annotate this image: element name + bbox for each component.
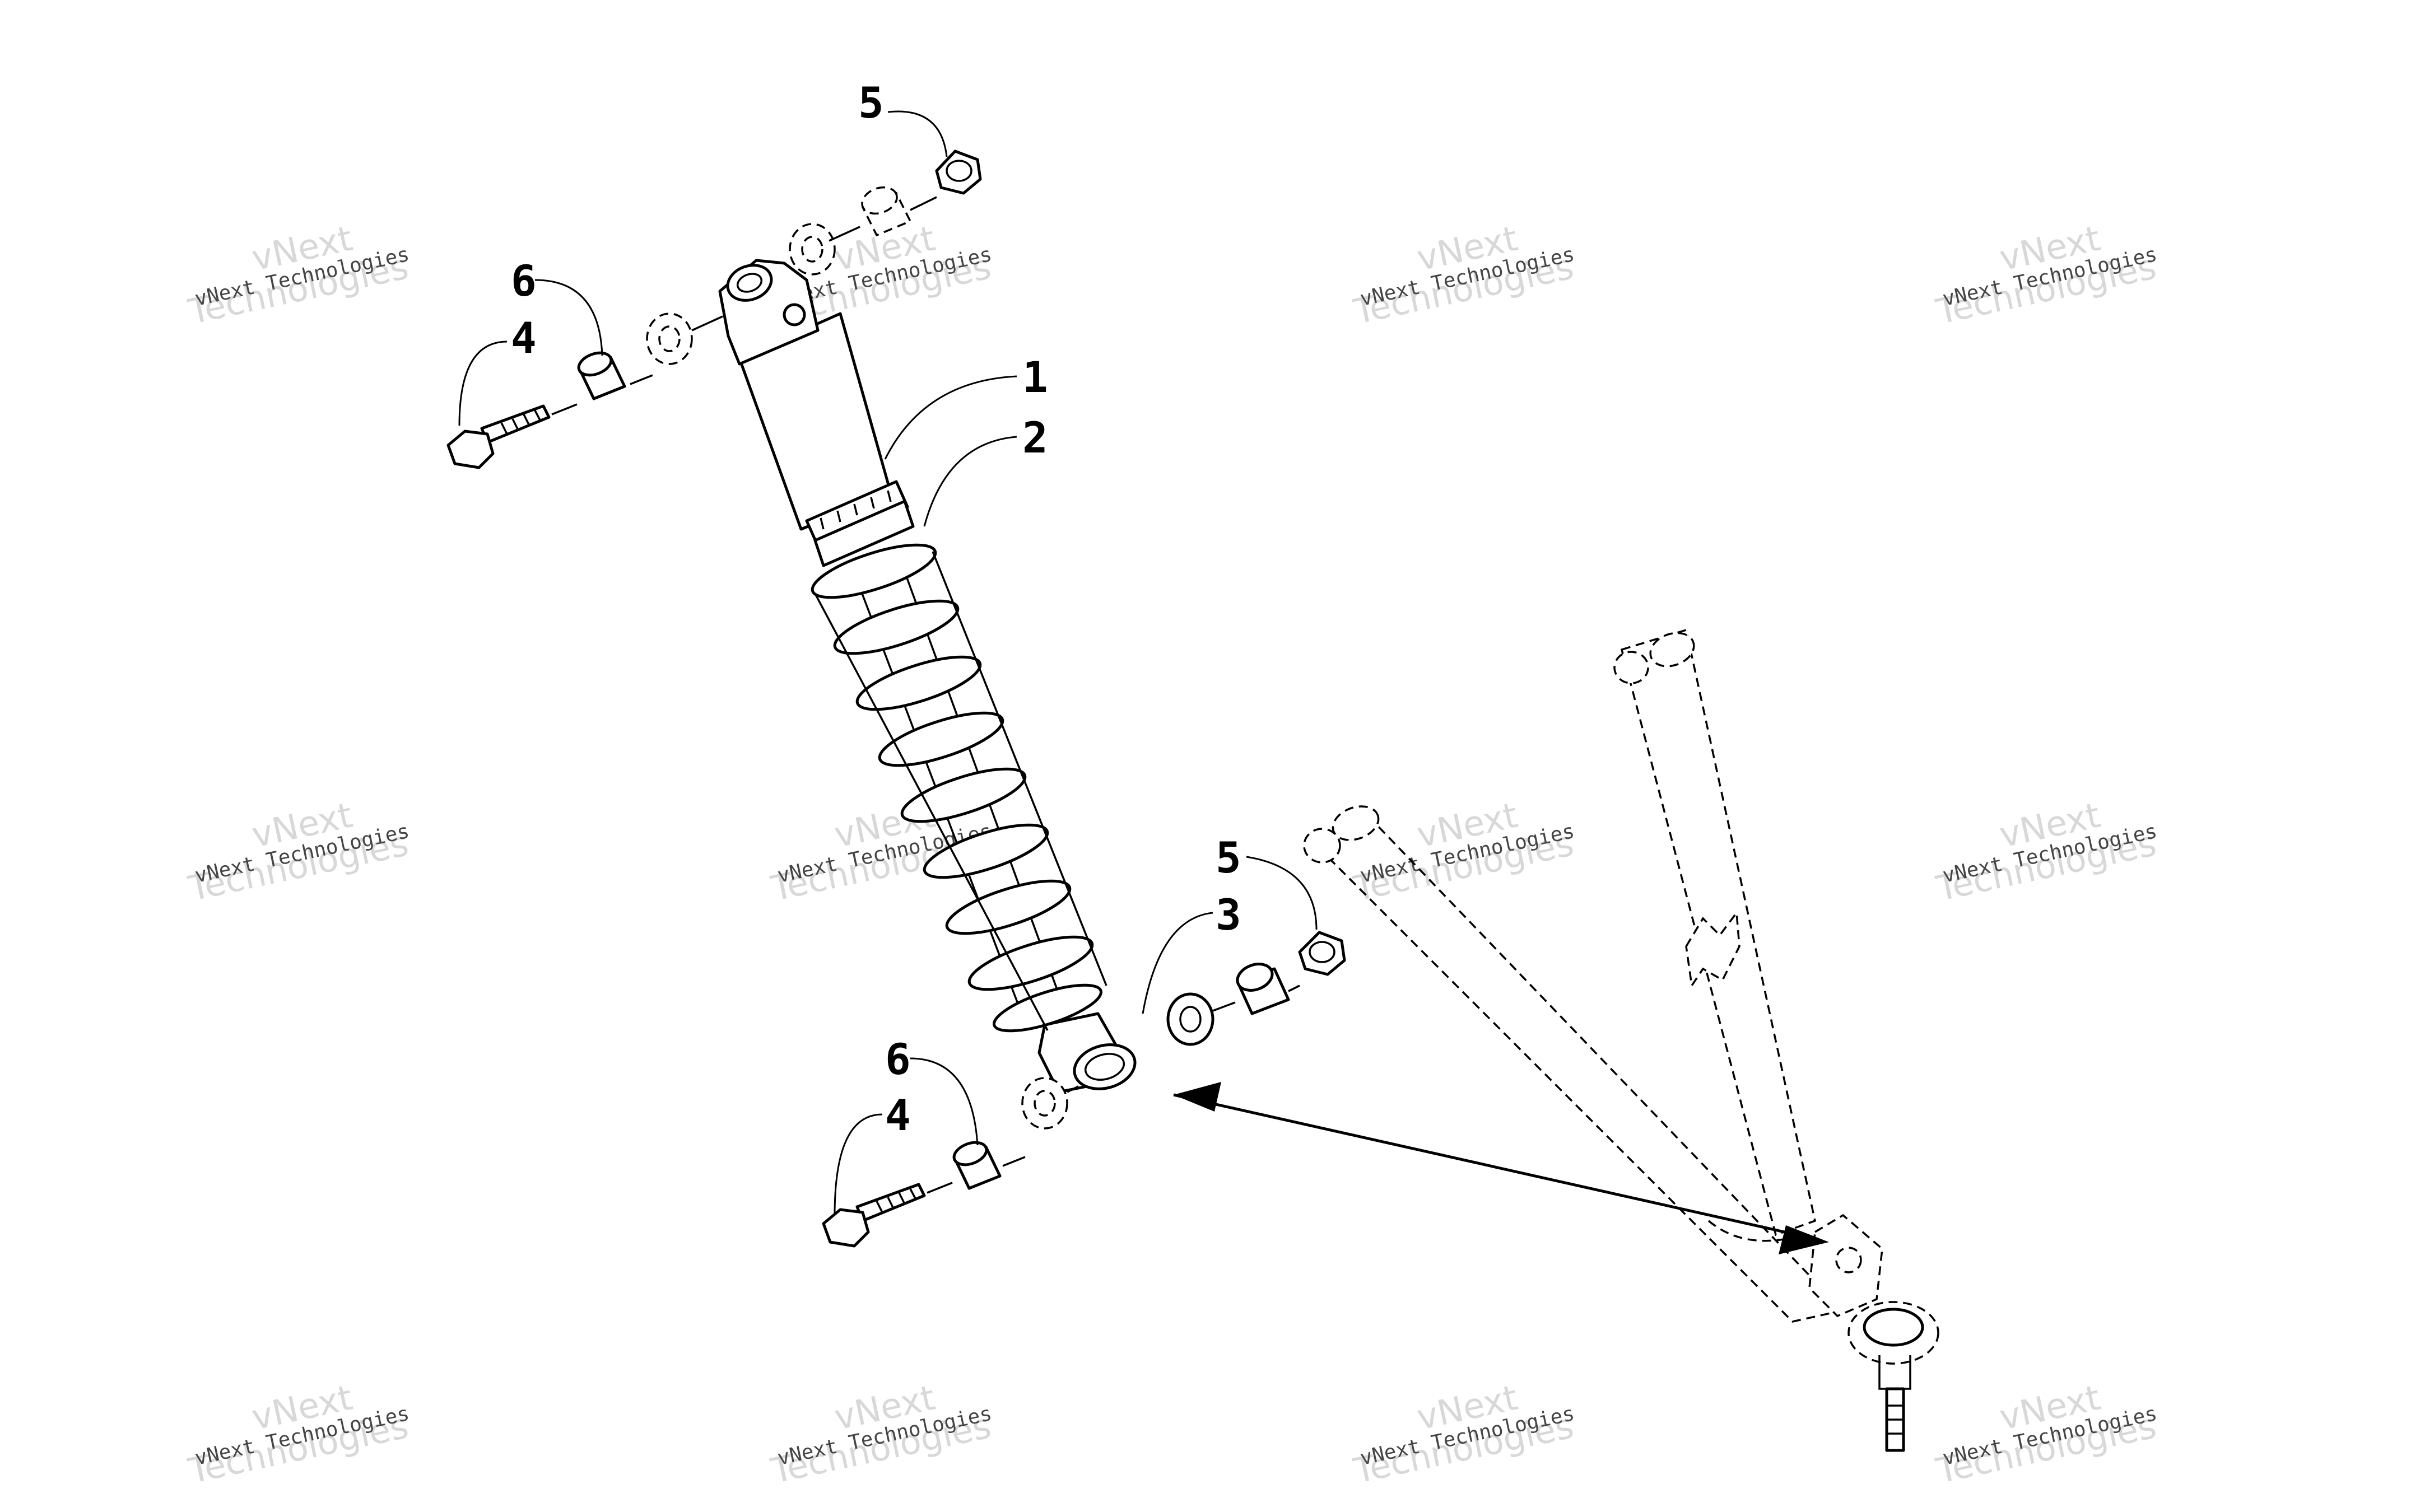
callout-5-bottom: 5	[1216, 833, 1241, 883]
coil-spring	[811, 543, 1107, 1033]
leader-lines	[458, 110, 1318, 1216]
washer-bottom-left	[1021, 1077, 1068, 1130]
watermark: Technologies vNext vNext Technologies	[1932, 218, 2160, 333]
callout-2: 2	[1022, 413, 1048, 463]
lock-nut-top	[935, 150, 982, 195]
mount-arrow	[1173, 1082, 1829, 1254]
washer-top-right	[789, 223, 836, 276]
callout-1: 1	[1022, 352, 1048, 402]
watermark: Technologies vNext vNext Technologies	[184, 218, 412, 333]
top-hardware	[446, 150, 982, 469]
callout-labels: 1 2 3 4 4 5 5 6 6	[511, 78, 1241, 1140]
lock-nut-bottom	[1298, 931, 1346, 976]
watermark: Technologies vNext vNext Technologies	[1932, 1377, 2160, 1492]
callout-6-bottom: 6	[885, 1034, 911, 1084]
bushing-bottom-right	[1236, 963, 1290, 1015]
a-arm-phantom	[1303, 628, 1939, 1452]
washer-top-left	[646, 312, 693, 365]
callout-3: 3	[1216, 890, 1241, 940]
callout-6-top: 6	[511, 256, 537, 306]
bolt-top	[446, 404, 551, 469]
watermark: Technologies vNext vNext Technologies	[767, 1377, 994, 1492]
watermark: Technologies vNext vNext Technologies	[184, 1377, 412, 1492]
watermark: Technologies vNext vNext Technologies	[1349, 1377, 1577, 1492]
callout-5-top: 5	[858, 78, 884, 128]
spacer-top	[577, 351, 626, 400]
callout-4-top: 4	[511, 313, 537, 363]
callout-4-bottom: 4	[885, 1090, 911, 1140]
bolt-bottom	[822, 1183, 926, 1248]
bushing-top-dashed	[861, 186, 912, 237]
washer-bottom-right	[1166, 992, 1214, 1046]
spacer-bottom	[952, 1141, 1002, 1190]
bottom-hardware	[822, 931, 1346, 1248]
watermark: Technologies vNext vNext Technologies	[1349, 218, 1577, 333]
watermark: Technologies vNext vNext Technologies	[184, 795, 412, 909]
watermark: Technologies vNext vNext Technologies	[1349, 795, 1577, 909]
watermark: Technologies vNext vNext Technologies	[1932, 795, 2160, 909]
